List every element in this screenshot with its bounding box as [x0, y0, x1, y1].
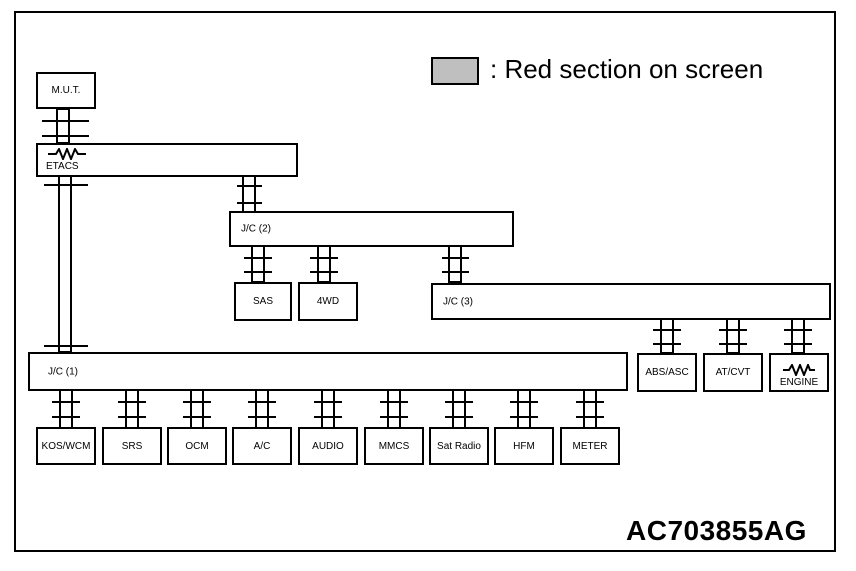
connector-jc2-4wd	[317, 245, 331, 283]
node-jc1-label: J/C (1)	[48, 366, 78, 377]
node-jc3: J/C (3)	[431, 283, 831, 320]
connector-jc2-sas	[251, 245, 265, 283]
node-abs-asc: ABS/ASC	[637, 353, 697, 392]
connector-jc1-hfm	[517, 389, 531, 429]
connector-jc3-at	[726, 318, 740, 354]
node-abs-asc-label: ABS/ASC	[645, 367, 689, 378]
connector-mut-etacs	[56, 108, 70, 144]
connector-jc2-jc3	[448, 245, 462, 283]
node-mut-label: M.U.T.	[51, 85, 81, 96]
resistor-icon	[783, 364, 815, 376]
connector-jc1-srs	[125, 389, 139, 429]
connector-jc1-ocm	[190, 389, 204, 429]
connector-jc1-kos	[59, 389, 73, 429]
connector-jc1-meter	[583, 389, 597, 429]
node-meter: METER	[560, 427, 620, 465]
node-kos-wcm: KOS/WCM	[36, 427, 96, 465]
node-ac-label: A/C	[253, 440, 271, 452]
connector-jc1-mmcs	[387, 389, 401, 429]
connector-jc3-engine	[791, 318, 805, 354]
node-meter-label: METER	[572, 440, 608, 452]
node-sas-label: SAS	[252, 296, 273, 307]
node-jc3-label: J/C (3)	[443, 296, 473, 307]
node-mmcs-label: MMCS	[378, 440, 410, 452]
node-audio-label: AUDIO	[312, 440, 344, 452]
node-sas: SAS	[234, 282, 292, 321]
legend-swatch	[431, 57, 479, 85]
diagram-frame	[14, 11, 836, 552]
node-at-cvt: AT/CVT	[703, 353, 763, 392]
node-ocm-label: OCM	[185, 440, 209, 452]
node-engine: ENGINE	[769, 353, 829, 392]
connector-etacs-jc1	[58, 175, 72, 353]
node-srs: SRS	[102, 427, 162, 465]
node-mmcs: MMCS	[364, 427, 424, 465]
node-etacs: ETACS	[36, 143, 298, 177]
node-4wd: 4WD	[298, 282, 358, 321]
node-sat-radio: Sat Radio	[429, 427, 489, 465]
node-audio: AUDIO	[298, 427, 358, 465]
connector-jc3-abs	[660, 318, 674, 354]
node-jc1: J/C (1)	[28, 352, 628, 391]
connector-jc1-ac	[255, 389, 269, 429]
node-srs-label: SRS	[121, 440, 143, 452]
node-sat-radio-label: Sat Radio	[437, 440, 481, 452]
node-etacs-label: ETACS	[46, 161, 79, 172]
connector-jc1-satradio	[452, 389, 466, 429]
node-hfm-label: HFM	[513, 440, 535, 452]
node-jc2: J/C (2)	[229, 211, 514, 247]
node-ocm: OCM	[167, 427, 227, 465]
node-hfm: HFM	[494, 427, 554, 465]
connector-etacs-jc2	[242, 175, 256, 213]
node-mut: M.U.T.	[36, 72, 96, 109]
node-4wd-label: 4WD	[316, 296, 340, 307]
node-engine-label: ENGINE	[779, 377, 819, 388]
node-jc2-label: J/C (2)	[241, 223, 271, 235]
connector-jc1-audio	[321, 389, 335, 429]
legend-text: : Red section on screen	[490, 54, 764, 84]
node-at-cvt-label: AT/CVT	[715, 367, 751, 378]
figure-code: AC703855AG	[626, 515, 807, 546]
node-kos-wcm-label: KOS/WCM	[41, 440, 91, 452]
node-ac: A/C	[232, 427, 292, 465]
resistor-icon	[48, 148, 86, 160]
